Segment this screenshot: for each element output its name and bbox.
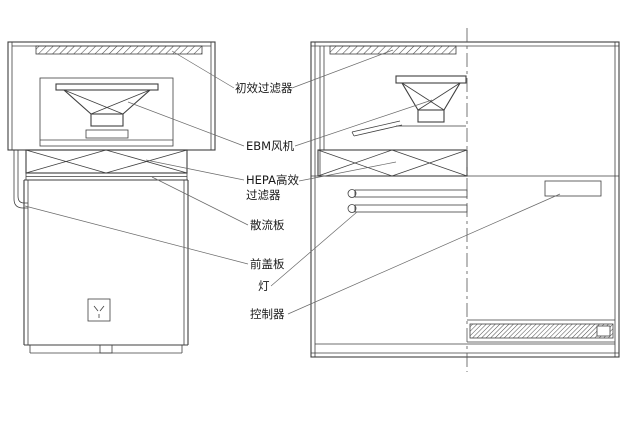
right-outer-cabinet xyxy=(310,41,620,358)
label-diffuser-plate: 散流板 xyxy=(250,218,285,232)
label-front-cover-plate: 前盖板 xyxy=(250,257,285,271)
label-ebm-fan: EBM风机 xyxy=(246,139,295,153)
leader-hepa-left xyxy=(145,159,245,181)
leader-hepa-right xyxy=(298,161,397,182)
leader-primary-filter-left xyxy=(171,50,235,89)
left-lower-cabinet xyxy=(23,179,189,354)
right-controller-panel xyxy=(544,180,602,197)
right-lamps xyxy=(347,189,468,213)
leader-ebm-fan-right xyxy=(294,99,433,147)
right-fan xyxy=(351,75,467,137)
callout-labels: 初效过滤器 EBM风机 HEPA高效 过滤器 散流板 前盖板 灯 控制器 xyxy=(235,81,299,321)
left-view-side-drawing xyxy=(7,41,216,354)
right-bottom-grille xyxy=(467,319,615,343)
left-fan xyxy=(39,77,174,147)
label-hepa-filter-line2: 过滤器 xyxy=(246,188,281,202)
left-socket-symbol xyxy=(87,298,111,322)
leader-front-cover-left xyxy=(24,205,249,265)
label-primary-filter: 初效过滤器 xyxy=(235,81,293,95)
callout-leaders xyxy=(24,49,561,315)
leader-controller-right xyxy=(287,193,561,315)
label-lamp: 灯 xyxy=(258,279,270,293)
leader-diffuser-left xyxy=(151,176,249,226)
label-hepa-filter-line1: HEPA高效 xyxy=(246,173,299,187)
leader-ebm-fan-left xyxy=(127,101,245,147)
left-hepa-filter xyxy=(25,149,188,174)
right-view-front-drawing xyxy=(310,28,620,372)
leader-primary-filter-right xyxy=(291,49,394,89)
leader-lamp-right xyxy=(270,211,358,287)
left-diffuser-plate xyxy=(25,172,188,181)
label-controller: 控制器 xyxy=(250,307,285,321)
left-primary-filter xyxy=(35,45,203,55)
